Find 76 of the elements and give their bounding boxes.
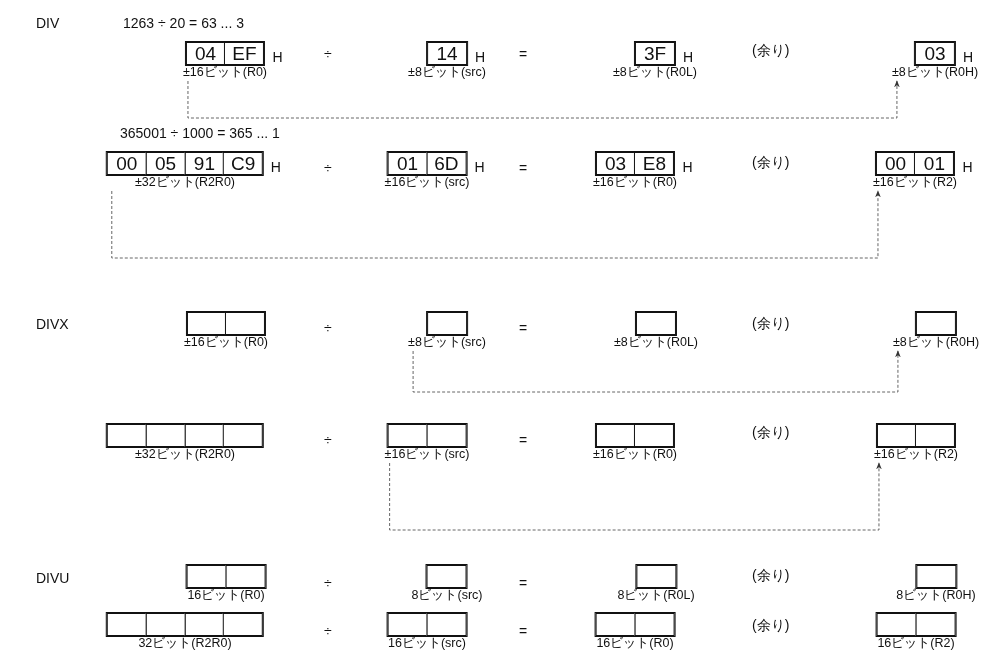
bit-width-label: 8ビット(R0L) [617, 588, 695, 603]
empty-register-cell [916, 312, 956, 335]
instruction-name: DIV [36, 15, 60, 31]
empty-register-cell [916, 565, 956, 588]
register-cell: 01 [387, 152, 428, 175]
remainder-label: (余り) [752, 315, 790, 331]
equals-sign: = [519, 623, 528, 639]
bit-width-label: ±8ビット(R0H) [891, 65, 979, 80]
register-cell: EF [224, 42, 265, 65]
hex-suffix: H [682, 159, 693, 175]
division-sign: ÷ [324, 623, 332, 639]
bit-width-label: 8ビット(R0H) [896, 588, 976, 603]
remainder-label: (余り) [752, 154, 790, 170]
hex-suffix: H [272, 49, 283, 65]
equals-sign: = [519, 160, 528, 176]
division-sign: ÷ [324, 432, 332, 448]
bit-width-label: 8ビット(src) [411, 588, 483, 603]
register-cell: 03 [915, 42, 955, 65]
hex-suffix: H [475, 49, 486, 65]
register-cell: 05 [145, 152, 186, 175]
register-cell: 01 [914, 152, 955, 175]
bit-width-label: ±16ビット(R2) [873, 447, 959, 462]
division-sign: ÷ [324, 160, 332, 176]
hex-suffix: H [962, 159, 973, 175]
register-cell: 6D [426, 152, 467, 175]
bit-width-label: ±32ビット(R2R0) [134, 175, 236, 190]
equation: 365001 ÷ 1000 = 365 ... 1 [120, 125, 280, 141]
instruction-name: DIVX [36, 316, 69, 332]
bit-width-label: 32ビット(R2R0) [138, 636, 232, 651]
bit-width-label: ±16ビット(R0) [592, 447, 678, 462]
bit-width-label: ±8ビット(src) [408, 335, 486, 350]
bit-width-label: 16ビット(R0) [596, 636, 674, 651]
register-cell: 14 [427, 42, 467, 65]
bit-width-label: ±16ビット(R0) [592, 175, 678, 190]
register-cell: 04 [185, 42, 226, 65]
bit-width-label: ±16ビット(R0) [182, 65, 268, 80]
register-cell: 3F [635, 42, 675, 65]
empty-register-cell [427, 565, 467, 588]
bit-width-label: ±8ビット(R0L) [612, 65, 698, 80]
register-cell: C9 [223, 152, 264, 175]
bit-width-label: ±8ビット(R0H) [892, 335, 980, 350]
remainder-label: (余り) [752, 42, 790, 58]
empty-register-cell [427, 312, 467, 335]
equals-sign: = [519, 46, 528, 62]
hex-suffix: H [682, 49, 694, 65]
hex-suffix: H [962, 49, 974, 65]
bit-width-label: ±16ビット(src) [384, 175, 470, 190]
bit-width-label: ±32ビット(R2R0) [134, 447, 236, 462]
register-cell: E8 [634, 152, 675, 175]
equals-sign: = [519, 320, 528, 336]
division-sign: ÷ [324, 46, 332, 62]
division-sign: ÷ [324, 575, 332, 591]
remainder-label: (余り) [752, 424, 790, 440]
division-sign: ÷ [324, 320, 332, 336]
equals-sign: = [519, 575, 528, 591]
bit-width-label: 16ビット(src) [388, 636, 466, 651]
remainder-label: (余り) [752, 617, 790, 633]
instruction-name: DIVU [36, 570, 70, 586]
register-cell: 00 [106, 152, 147, 175]
bit-width-label: ±8ビット(src) [408, 65, 486, 80]
empty-register-cell [636, 565, 676, 588]
remainder-label: (余り) [752, 567, 790, 583]
bit-width-label: ±16ビット(R2) [872, 175, 958, 190]
equals-sign: = [519, 432, 528, 448]
bit-width-label: ±16ビット(src) [384, 447, 470, 462]
register-cell: 91 [184, 152, 225, 175]
register-cell: 00 [875, 152, 916, 175]
equation: 1263 ÷ 20 = 63 ... 3 [123, 15, 244, 31]
bit-width-label: ±8ビット(R0L) [613, 335, 699, 350]
hex-suffix: H [474, 159, 485, 175]
bit-width-label: 16ビット(R2) [877, 636, 955, 651]
bit-width-label: ±16ビット(R0) [183, 335, 269, 350]
hex-suffix: H [270, 159, 281, 175]
register-cell: 03 [595, 152, 636, 175]
bit-width-label: 16ビット(R0) [187, 588, 265, 603]
empty-register-cell [636, 312, 676, 335]
